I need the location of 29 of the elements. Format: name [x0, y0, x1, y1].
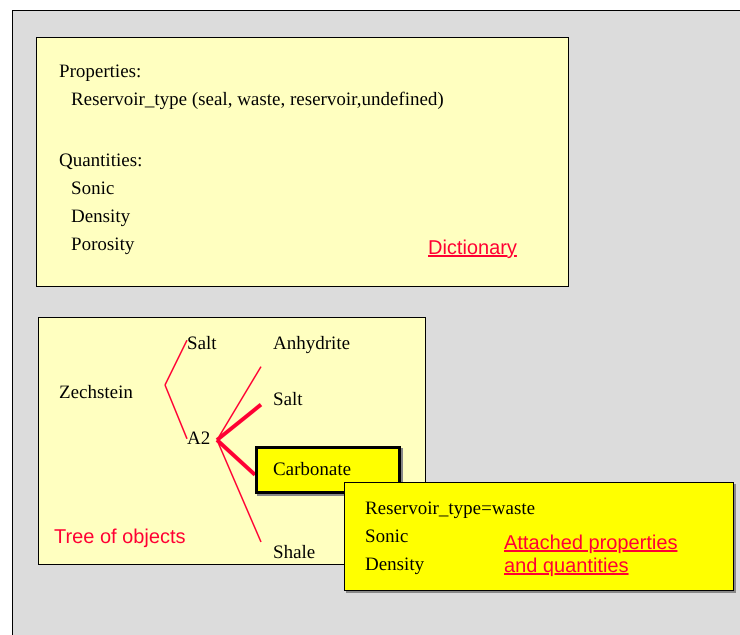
tree-label: Carbonate	[273, 459, 352, 481]
list-text: Density	[365, 554, 424, 576]
tree-label: Zechstein	[59, 382, 133, 404]
tree-branch-line	[216, 366, 262, 440]
list-text: Sonic	[71, 178, 114, 200]
tree-label: Salt	[187, 333, 217, 355]
tree-branch-line	[164, 340, 188, 386]
callout-box	[344, 482, 734, 591]
tree-branch-line	[216, 440, 262, 542]
tree-branch-line	[164, 384, 188, 440]
caption-link: Attached properties and quantities	[504, 532, 678, 578]
caption-link: Dictionary	[428, 237, 517, 260]
list-text: Density	[71, 206, 130, 228]
tree-label: Shale	[273, 542, 316, 564]
tree-branch-line	[216, 403, 262, 442]
info-box	[36, 37, 569, 287]
tree-branch-line	[216, 438, 256, 476]
list-text: Reservoir_type (seal, waste, reservoir,undefined)	[71, 89, 444, 111]
list-text: Porosity	[71, 234, 134, 256]
tree-label: Salt	[273, 389, 303, 411]
list-text: Properties:	[59, 61, 142, 83]
list-text: Reservoir_type=waste	[365, 498, 536, 520]
tree-label: Anhydrite	[273, 333, 350, 355]
list-text: Quantities:	[59, 150, 142, 172]
background-panel	[12, 10, 740, 635]
tree-label: A2	[187, 428, 210, 450]
highlighted-box	[255, 446, 401, 494]
list-text: Sonic	[365, 526, 408, 548]
caption-text: Tree of objects	[54, 526, 186, 549]
